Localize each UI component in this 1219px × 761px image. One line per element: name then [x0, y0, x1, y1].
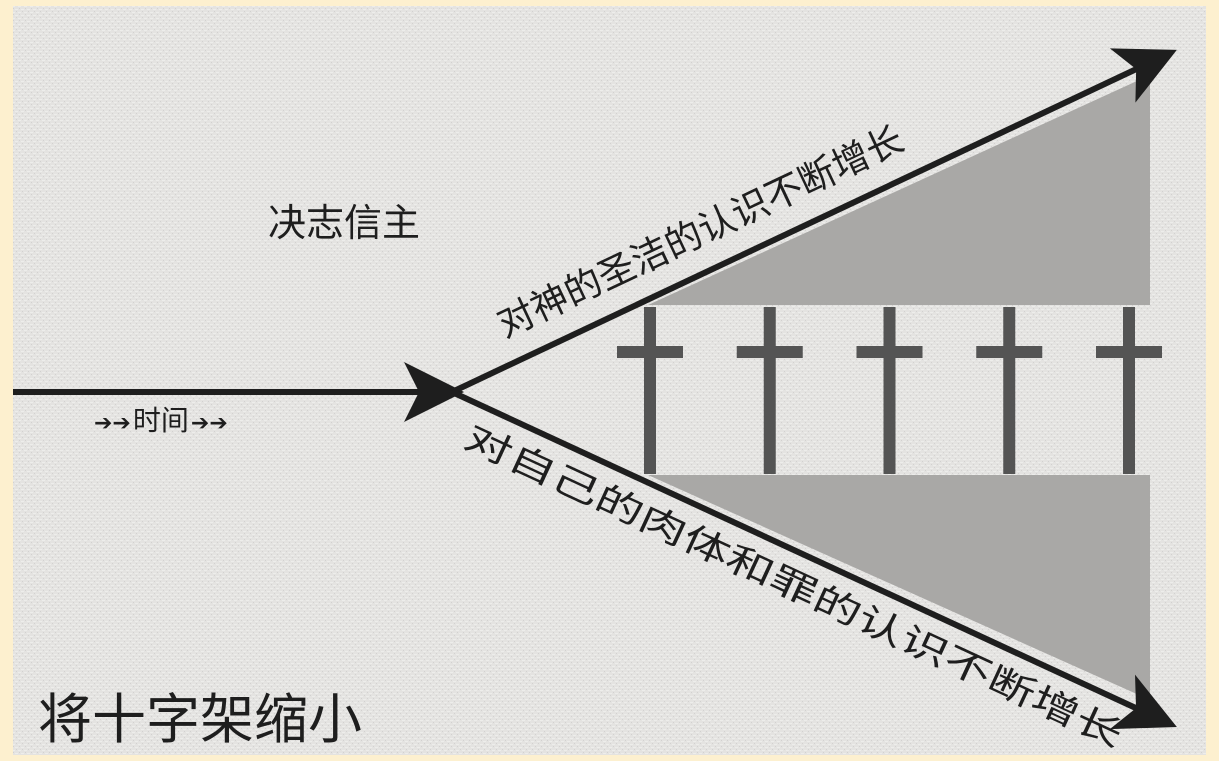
cross-4 [976, 307, 1043, 474]
time-label: ➔➔时间➔➔ [94, 404, 228, 437]
cross-4-post [1003, 307, 1016, 474]
lower-growth-arrow [450, 389, 1177, 730]
cross-2 [736, 307, 803, 474]
cross-1-post [644, 307, 656, 474]
time-left-arrows: ➔➔ [94, 411, 131, 436]
caption-title: 将十字架缩小 [38, 688, 362, 751]
time-text: 时间 [133, 404, 189, 437]
cross-2-beam [736, 346, 803, 358]
time-right-arrows: ➔➔ [191, 411, 228, 436]
cross-3-post [883, 307, 896, 474]
lower-shaded-wedge [648, 475, 1150, 700]
cross-1 [617, 307, 683, 474]
cross-1-beam [617, 346, 683, 358]
upper-shaded-wedge [648, 75, 1150, 305]
cross-3 [856, 307, 923, 474]
upper-growth-arrow [450, 48, 1177, 395]
cross-4-beam [976, 346, 1043, 358]
cross-3-beam [856, 346, 923, 358]
cross-5-post [1123, 307, 1135, 474]
crosses-group [617, 307, 1162, 474]
decision-label: 决志信主 [268, 201, 420, 245]
cross-5-beam [1096, 346, 1162, 358]
cross-5 [1096, 307, 1162, 474]
cross-2-post [763, 307, 776, 474]
